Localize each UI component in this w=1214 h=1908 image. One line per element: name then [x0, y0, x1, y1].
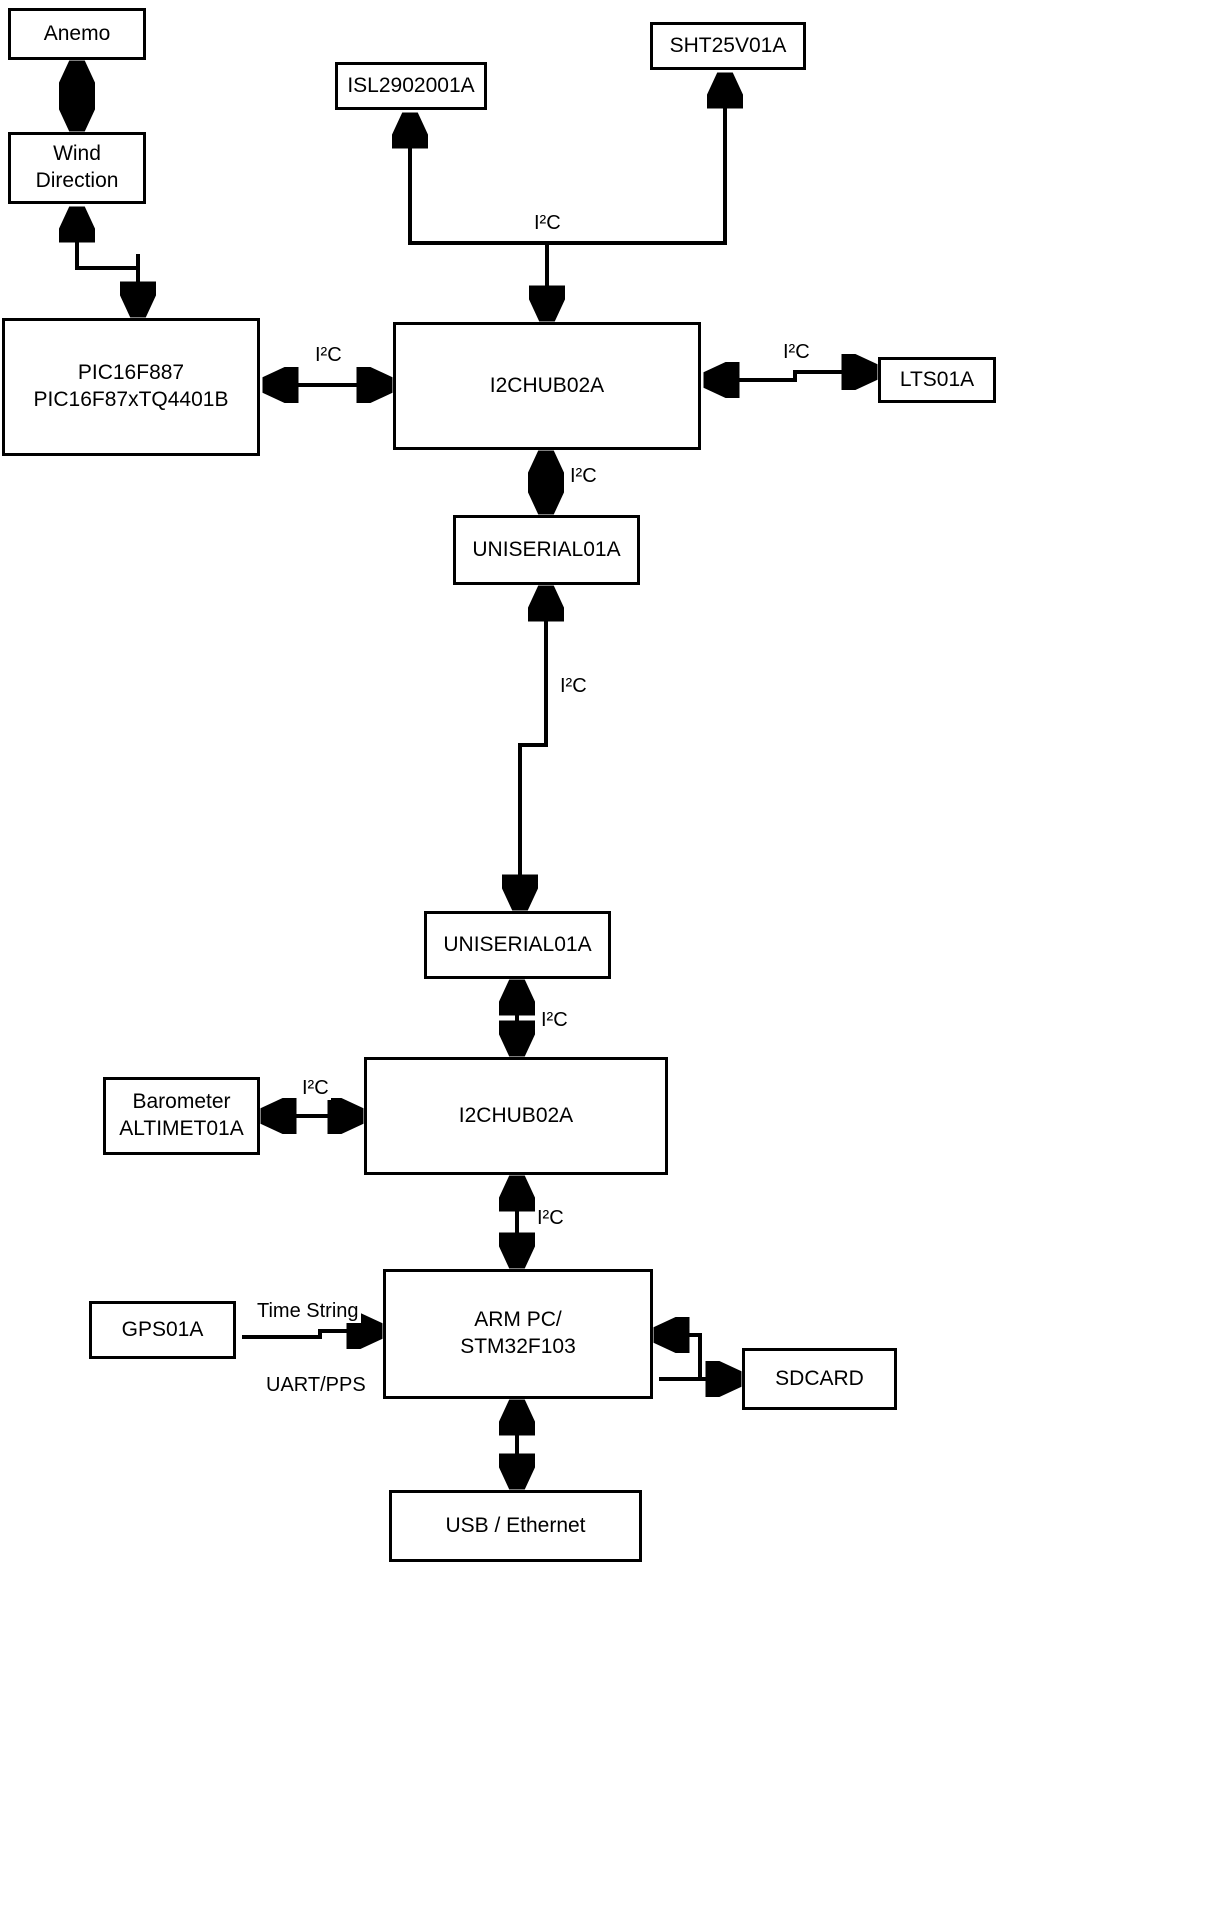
- node-uniserial01a-bottom[interactable]: UNISERIAL01A: [424, 911, 611, 979]
- node-anemo[interactable]: Anemo: [8, 8, 146, 60]
- wire-wind-to-pic: [77, 266, 138, 312]
- edge-label-i2c-bus-top: I²C: [532, 212, 563, 235]
- edge-label-i2c-uniserial-hub2: I²C: [539, 1009, 570, 1032]
- wire-lts-to-hubtop: [709, 372, 872, 380]
- edge-label-i2c-barometer-hub2: I²C: [300, 1077, 331, 1100]
- node-uniserial01a-top[interactable]: UNISERIAL01A: [453, 515, 640, 585]
- edge-label-i2c-hub-lts: I²C: [781, 341, 812, 364]
- wire-unitop-to-unibottom: [520, 591, 548, 905]
- wire-unibottom-to-unitop: [518, 591, 546, 905]
- wire-hubtop-to-sht: [545, 78, 725, 316]
- node-gps01a[interactable]: GPS01A: [89, 1301, 236, 1359]
- node-arm-pc-stm32f103[interactable]: ARM PC/ STM32F103: [383, 1269, 653, 1399]
- edge-label-i2c-uniserial-uniserial: I²C: [558, 675, 589, 698]
- node-lts01a[interactable]: LTS01A: [878, 357, 996, 403]
- edge-label-i2c-hub-uniserial: I²C: [568, 465, 599, 488]
- node-barometer-altimet01a[interactable]: Barometer ALTIMET01A: [103, 1077, 260, 1155]
- node-wind-direction[interactable]: Wind Direction: [8, 132, 146, 204]
- edge-label-uart-pps: UART/PPS: [264, 1374, 368, 1397]
- wire-sdcard-to-arm: [659, 1335, 702, 1381]
- node-pic-microcontroller[interactable]: PIC16F887 PIC16F87xTQ4401B: [2, 318, 260, 456]
- edge-label-i2c-pic-hub: I²C: [313, 344, 344, 367]
- edge-label-time-string: Time String: [255, 1300, 361, 1323]
- wire-hubtop-to-lts: [709, 372, 872, 380]
- node-i2chub02a-bottom[interactable]: I2CHUB02A: [364, 1057, 668, 1175]
- node-sht25v01a[interactable]: SHT25V01A: [650, 22, 806, 70]
- wire-pic-to-wind: [77, 212, 140, 270]
- node-isl2902001a[interactable]: ISL2902001A: [335, 62, 487, 110]
- node-i2chub02a-top[interactable]: I2CHUB02A: [393, 322, 701, 450]
- wire-hubtop-to-isl: [410, 118, 549, 316]
- node-usb-ethernet[interactable]: USB / Ethernet: [389, 1490, 642, 1562]
- edge-label-i2c-hub2-arm: I²C: [535, 1207, 566, 1230]
- node-sdcard[interactable]: SDCARD: [742, 1348, 897, 1410]
- wire-gps-to-arm: [242, 1331, 377, 1337]
